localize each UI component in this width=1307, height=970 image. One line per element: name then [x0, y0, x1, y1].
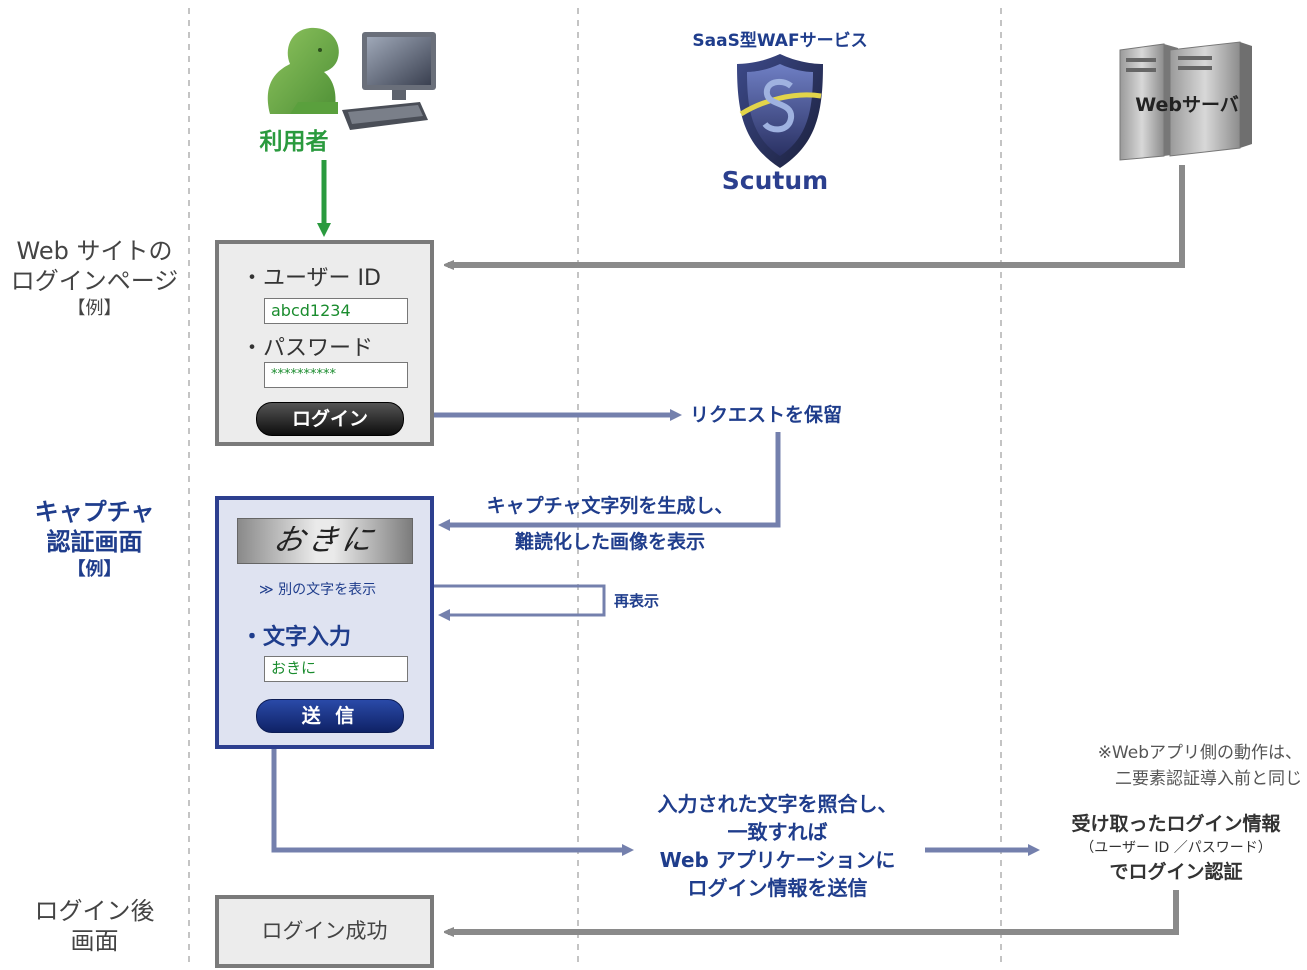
- login-form-panel: ・ユーザー ID abcd1234 ・パスワード ********** ログイン: [215, 240, 434, 446]
- user-label: 利用者: [259, 129, 329, 155]
- web-server-icon: [1119, 41, 1252, 161]
- row-label-example: 【例】: [67, 559, 122, 580]
- user-id-label: ・ユーザー ID: [241, 266, 381, 291]
- password-input[interactable]: **********: [264, 362, 408, 388]
- verify-line3: Web アプリケーションに: [659, 848, 896, 872]
- captcha-text: おきに: [270, 523, 380, 558]
- verify-line1: 入力された文字を照合し、: [657, 792, 898, 816]
- waf-service-label: SaaS型WAFサービス: [692, 31, 868, 51]
- submit-button[interactable]: 送 信: [256, 699, 404, 733]
- row-label-example: 【例】: [67, 298, 122, 319]
- row-label-line1: Web サイトの: [16, 237, 173, 265]
- row-label-line1: キャプチャ: [34, 498, 155, 526]
- verify-text: 入力された文字を照合し、 一致すれば Web アプリケーションに ログイン情報を…: [630, 790, 925, 902]
- server-to-success-arrow: [448, 890, 1179, 932]
- captcha-input[interactable]: おきに: [264, 656, 408, 682]
- server-auth-text: 受け取ったログイン情報 （ユーザー ID ／パスワード） でログイン認証: [1046, 812, 1306, 884]
- verify-line4: ログイン情報を送信: [687, 876, 868, 900]
- server-line3: でログイン認証: [1109, 861, 1243, 883]
- row-label-after-login: ログイン後 画面: [0, 896, 189, 956]
- scutum-label: Scutum: [721, 166, 829, 195]
- generate-line1: キャプチャ文字列を生成し、: [486, 495, 734, 517]
- note-line2: 二要素認証導入前と同じ: [1115, 769, 1302, 789]
- webapp-note: ※Webアプリ側の動作は、 二要素認証導入前と同じ: [1040, 740, 1302, 792]
- captcha-image: おきに: [237, 518, 413, 564]
- submit-to-verify-arrow: [271, 726, 634, 856]
- login-success-box: ログイン成功: [215, 895, 434, 968]
- redisplay-arrow: [403, 584, 606, 621]
- web-server-label: Webサーバ: [1135, 94, 1239, 116]
- hold-to-captcha-arrow: [438, 432, 781, 531]
- password-label: ・パスワード: [241, 336, 374, 361]
- row-label-captcha-page: キャプチャ 認証画面 【例】: [0, 497, 189, 583]
- refresh-captcha-link[interactable]: ≫ 別の文字を表示: [259, 582, 377, 598]
- row-label-login-page: Web サイトの ログインページ 【例】: [0, 236, 189, 322]
- hold-request-text: リクエストを保留: [690, 404, 843, 426]
- row-label-line2: ログインページ: [10, 267, 179, 295]
- generate-captcha-text: キャプチャ文字列を生成し、 難読化した画像を表示: [460, 493, 760, 555]
- server-line2: （ユーザー ID ／パスワード）: [1080, 840, 1272, 856]
- row-label-line2: 認証画面: [46, 528, 143, 556]
- verify-line2: 一致すれば: [727, 820, 828, 844]
- user-computer-icon: [267, 27, 436, 130]
- generate-line2: 難読化した画像を表示: [514, 531, 705, 553]
- user-id-input[interactable]: abcd1234: [264, 298, 408, 324]
- row-label-line1: ログイン後: [34, 897, 155, 925]
- server-to-login-arrow: [448, 165, 1185, 265]
- login-button[interactable]: ログイン: [256, 402, 404, 436]
- captcha-form-panel: おきに ≫ 別の文字を表示 ・文字入力 おきに 送 信: [215, 496, 434, 749]
- note-line1: ※Webアプリ側の動作は、: [1097, 743, 1302, 763]
- redisplay-text: 再表示: [614, 592, 660, 610]
- text-input-label: ・文字入力: [241, 625, 352, 650]
- row-label-line2: 画面: [70, 927, 119, 955]
- scutum-shield-icon: [737, 54, 823, 168]
- server-line1: 受け取ったログイン情報: [1071, 813, 1281, 835]
